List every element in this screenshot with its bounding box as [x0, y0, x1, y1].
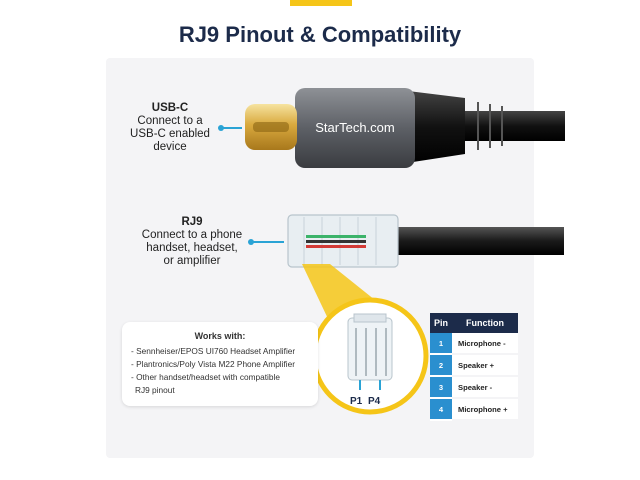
rj9-label: RJ9 Connect to a phone handset, headset,… [140, 216, 244, 268]
pin-function: Microphone - [452, 333, 518, 355]
table-row: 1 Microphone - [430, 333, 518, 355]
pin-number: 1 [430, 333, 452, 355]
works-with-box: Works with: - Sennheiser/EPOS UI760 Head… [122, 322, 318, 406]
usbc-leader-dot [218, 125, 224, 131]
works-with-title: Works with: [194, 331, 246, 341]
rj9-wire-black [306, 240, 366, 243]
table-row: 4 Microphone + [430, 398, 518, 421]
list-item: - Sennheiser/EPOS UI760 Headset Amplifie… [131, 346, 296, 356]
rj9-desc-line3: or amplifier [163, 255, 221, 267]
list-item: - Plantronics/Poly Vista M22 Phone Ampli… [131, 359, 296, 369]
usbc-leader-line [220, 127, 242, 129]
list-item: - Other handset/headset with compatible [131, 372, 280, 382]
usbc-heading: USB-C [151, 102, 189, 114]
table-row: 2 Speaker + [430, 354, 518, 377]
header-function: Function [452, 313, 518, 333]
rj9-wire-green [306, 235, 366, 238]
header-pin: Pin [430, 313, 452, 333]
list-item: RJ9 pinout [135, 385, 175, 395]
pin-label-p4: P4 [368, 396, 381, 407]
usbc-cable-image: StarTech.com [245, 88, 565, 168]
usbc-desc-line2: USB-C enabled [130, 128, 210, 140]
usbc-label: USB-C Connect to a USB-C enabled device [128, 102, 212, 154]
cable-body-usbc [455, 111, 565, 141]
pin-label-p1: P1 [350, 396, 363, 407]
top-accent-bar [290, 0, 352, 6]
rj9-leader-dot [248, 239, 254, 245]
strain-relief-usbc [400, 90, 465, 164]
rj9-desc-line1: Connect to a phone [141, 229, 243, 241]
usbc-desc-line3: device [153, 141, 187, 153]
pin-number: 3 [430, 376, 452, 399]
table-row: 3 Speaker - [430, 376, 518, 399]
pinout-table: Pin Function 1 Microphone - 2 Speaker + … [430, 313, 518, 421]
page-title: RJ9 Pinout & Compatibility [178, 22, 462, 47]
usbc-desc-line1: Connect to a [137, 115, 203, 127]
usbc-housing [295, 88, 415, 168]
works-with-list: - Sennheiser/EPOS UI760 Headset Amplifie… [131, 345, 315, 397]
pin-number: 2 [430, 354, 452, 377]
rj9-cable-image [287, 214, 564, 268]
strain-ribs [477, 102, 503, 150]
rj9-heading: RJ9 [181, 216, 203, 228]
usbc-brand-text: StarTech.com [315, 120, 394, 135]
rj9-desc-line2: handset, headset, [146, 242, 238, 254]
pin-number: 4 [430, 398, 452, 421]
pin-function: Speaker - [452, 376, 518, 399]
rj9-wire-red [306, 245, 366, 248]
table-header-row: Pin Function [430, 313, 518, 333]
rj9-leader-line [250, 241, 284, 243]
pin-function: Microphone + [452, 398, 518, 421]
cable-body-rj9 [394, 227, 564, 255]
pin-function: Speaker + [452, 354, 518, 377]
